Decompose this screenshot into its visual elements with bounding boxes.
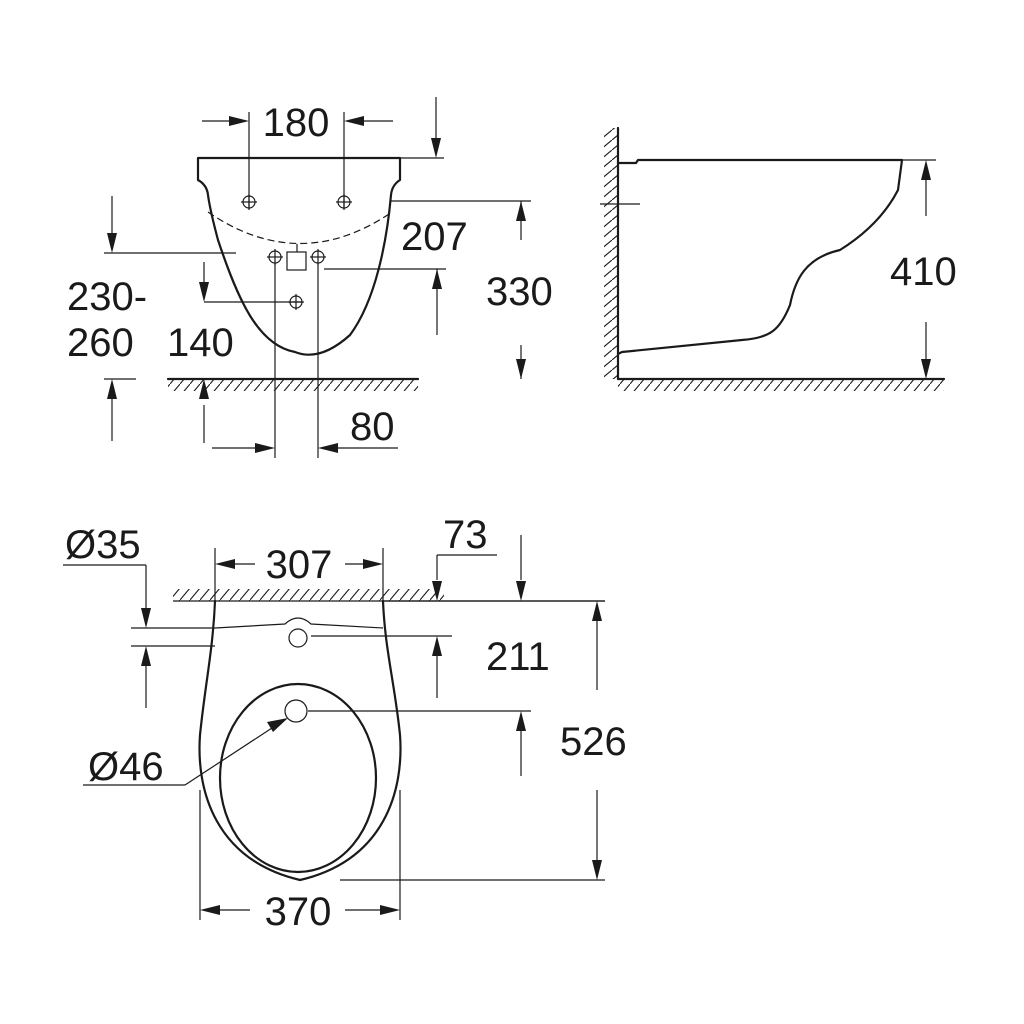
label-ø46: Ø46 — [88, 745, 164, 789]
label-410: 410 — [890, 250, 957, 294]
dim-top-width — [199, 790, 401, 920]
front-mounting-holes — [241, 194, 352, 310]
front-top-arrow — [431, 138, 441, 158]
dim-top-rear-width — [214, 548, 384, 601]
label-330: 330 — [486, 270, 553, 314]
top-outer-outline — [198, 599, 402, 882]
front-view: 180 207 330 230- 260 — [67, 97, 553, 458]
dim-front-140 — [199, 262, 302, 443]
dim-front-install-range — [104, 196, 236, 441]
label-ø35: Ø35 — [65, 523, 141, 567]
dim-front-207 — [324, 200, 531, 379]
side-wall-hatch — [604, 128, 618, 379]
label-307: 307 — [266, 543, 333, 587]
dim-top-depth — [340, 600, 605, 881]
top-drain-hole — [284, 699, 308, 723]
label-207: 207 — [401, 215, 468, 259]
label-370: 370 — [265, 890, 332, 934]
side-floor-hatch — [618, 379, 944, 391]
top-wall-hatch — [173, 589, 444, 601]
top-inner-bowl — [218, 682, 378, 874]
dim-top-offset — [432, 535, 526, 601]
top-inlet-slot — [214, 617, 384, 629]
dim-front-80 — [212, 263, 398, 458]
dim-top-center-distance — [308, 635, 531, 776]
dim-front-hole-spacing — [202, 112, 393, 208]
front-bowl-outline — [196, 156, 402, 356]
label-180: 180 — [263, 101, 330, 145]
top-view: Ø35 307 73 211 — [63, 513, 627, 934]
label-260: 260 — [67, 321, 134, 365]
front-rim-dashed — [207, 211, 393, 244]
dim-side-410 — [921, 160, 931, 379]
side-toilet-profile — [616, 158, 904, 356]
top-inlet-hole — [288, 628, 308, 648]
label-73: 73 — [443, 513, 488, 557]
label-80: 80 — [350, 405, 395, 449]
front-floor-hatch — [168, 379, 418, 391]
label-230: 230- — [67, 275, 147, 319]
label-211: 211 — [486, 635, 550, 679]
dim-top-drain-diameter — [83, 718, 288, 786]
dim-top-inlet-diameter — [63, 564, 215, 708]
side-view: 410 — [600, 126, 957, 391]
label-140: 140 — [167, 321, 234, 365]
label-526: 526 — [560, 720, 627, 764]
